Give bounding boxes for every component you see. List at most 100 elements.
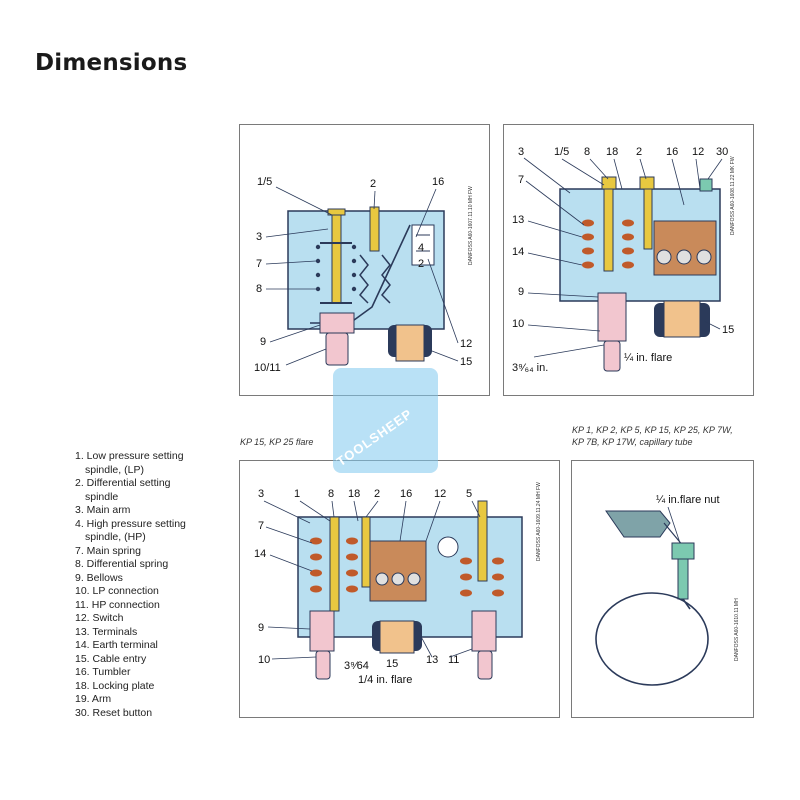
diagram-top-right-svg: 3 1/5 8 18 2 16 12 30 7 13 14 9 10 15 3⁹… [512, 146, 736, 374]
label-9: 9 [258, 622, 264, 634]
terminals [375, 572, 421, 586]
legend-item: 30. Reset button [75, 706, 153, 719]
diagram-bottom-left: 3 1 8 18 2 16 12 5 7 14 9 10 15 13 11 3⁹… [239, 460, 560, 718]
label-15: 15 [386, 658, 398, 670]
bulb-head [605, 510, 671, 538]
legend-item: 15. Cable entry [75, 652, 147, 665]
label-3: 3 [258, 488, 264, 500]
caption-bottom-left: KP 15, KP 25 flare [240, 437, 314, 447]
label-12: 12 [692, 146, 704, 158]
legend-item: 11. HP connection [75, 598, 160, 611]
diagram-bottom-right: ¼ in.flare nut DANFOSS A60-1610.11 MH [571, 460, 754, 718]
leader-lines [265, 186, 459, 366]
label-4: 4 [418, 242, 424, 254]
spindle-lp [603, 188, 614, 272]
label-11: 11 [448, 654, 459, 666]
capillary-fitting [677, 558, 689, 600]
drawing-code: DANFOSS A60-1609.11.24 MH FW [536, 482, 542, 561]
spindle-lp-head [327, 208, 346, 216]
label-9: 9 [518, 286, 524, 298]
label-16: 16 [432, 176, 444, 188]
label-1-5: 1/5 [554, 146, 569, 158]
legend-item: 13. Terminals [75, 625, 138, 638]
lp-connection [315, 650, 331, 680]
terminals [656, 249, 712, 265]
label-8: 8 [256, 283, 262, 295]
label-9: 9 [260, 336, 266, 348]
legend-item: 8. Differential spring [75, 558, 169, 570]
label-3: 3 [518, 146, 524, 158]
diagram-top-right: 3 1/5 8 18 2 16 12 30 7 13 14 9 10 15 3⁹… [503, 124, 754, 396]
main-spring [582, 219, 634, 269]
legend-item: 2. Differential setting [75, 477, 171, 489]
diagram-bottom-left-svg: 3 1 8 18 2 16 12 5 7 14 9 10 15 13 11 3⁹… [254, 482, 542, 686]
watermark-logo [333, 368, 438, 473]
label-2: 2 [636, 146, 642, 158]
hp-connection [477, 650, 493, 680]
legend-item: 3. Main arm [75, 504, 131, 516]
label-16: 16 [400, 488, 412, 500]
label-12: 12 [434, 488, 446, 500]
legend-item: 9. Bellows [75, 571, 123, 584]
spindle-lp [331, 210, 342, 304]
spindle-lp [329, 516, 340, 612]
label-10: 10 [512, 318, 524, 330]
cable-entry [663, 300, 701, 338]
legend-item: 4. High pressure setting [75, 517, 186, 530]
label-8: 8 [328, 488, 334, 500]
legend-item: 12. Switch [75, 612, 124, 624]
diagram-top-left-svg: 1/5 2 16 3 7 8 9 10/11 12 15 4 2 DANFOSS… [254, 176, 474, 374]
bellows-hp [471, 610, 497, 652]
label-18: 18 [606, 146, 618, 158]
switch [369, 540, 427, 602]
label-5: 5 [466, 488, 472, 500]
main-spring [315, 244, 357, 292]
spindle-hp [477, 500, 488, 582]
drawing-code: DANFOSS A60-1608.11.22 MK FW [730, 156, 736, 235]
legend-item: 19. Arm [75, 693, 112, 705]
label-13: 13 [512, 214, 524, 226]
label-flare: 1/4 in. flare [358, 674, 412, 686]
legend-item: spindle, (LP) [85, 463, 144, 476]
cable-entry [379, 620, 415, 654]
flare-nut [671, 542, 695, 560]
bellows [597, 292, 627, 342]
legend-item: 18. Locking plate [75, 679, 155, 692]
cable-entry [395, 324, 425, 362]
label-flare: ¼ in. flare [624, 352, 672, 364]
tumbler [437, 536, 459, 558]
spindle-diff [361, 516, 371, 588]
caption-bottom-right-1: KP 1, KP 2, KP 5, KP 15, KP 25, KP 7W, [572, 425, 733, 435]
label-2b: 2 [418, 258, 424, 270]
legend-item: 1. Low pressure setting [75, 450, 184, 462]
label-1-5: 1/5 [257, 176, 272, 188]
label-14: 14 [254, 548, 266, 560]
spindle-diff [369, 206, 380, 252]
lp-connection [603, 340, 621, 372]
main-spring [310, 537, 504, 597]
label-14: 14 [512, 246, 524, 258]
label-15: 15 [460, 356, 472, 368]
legend-item: spindle [85, 490, 119, 503]
label-13: 13 [426, 654, 438, 666]
lp-connection [325, 332, 349, 366]
diagram-top-left: 1/5 2 16 3 7 8 9 10/11 12 15 4 2 DANFOSS… [239, 124, 490, 396]
legend-item: 16. Tumbler [75, 666, 131, 678]
label-30: 30 [716, 146, 728, 158]
drawing-code: DANFOSS A60-1610.11 MH [734, 598, 740, 661]
label-7: 7 [258, 520, 264, 532]
label-flare-nut: ¼ in.flare nut [656, 494, 720, 506]
label-3: 3 [256, 231, 262, 243]
bellows [319, 312, 355, 334]
bellows-lp [309, 610, 335, 652]
reset-button [699, 178, 713, 192]
label-10: 10 [258, 654, 270, 666]
legend-item: 10. LP connection [75, 585, 159, 597]
label-10-11: 10/11 [254, 362, 281, 374]
page-title: Dimensions [35, 50, 188, 76]
spindle-diff [643, 188, 653, 250]
label-1: 1 [294, 488, 300, 500]
label-15: 15 [722, 324, 734, 336]
label-16: 16 [666, 146, 678, 158]
